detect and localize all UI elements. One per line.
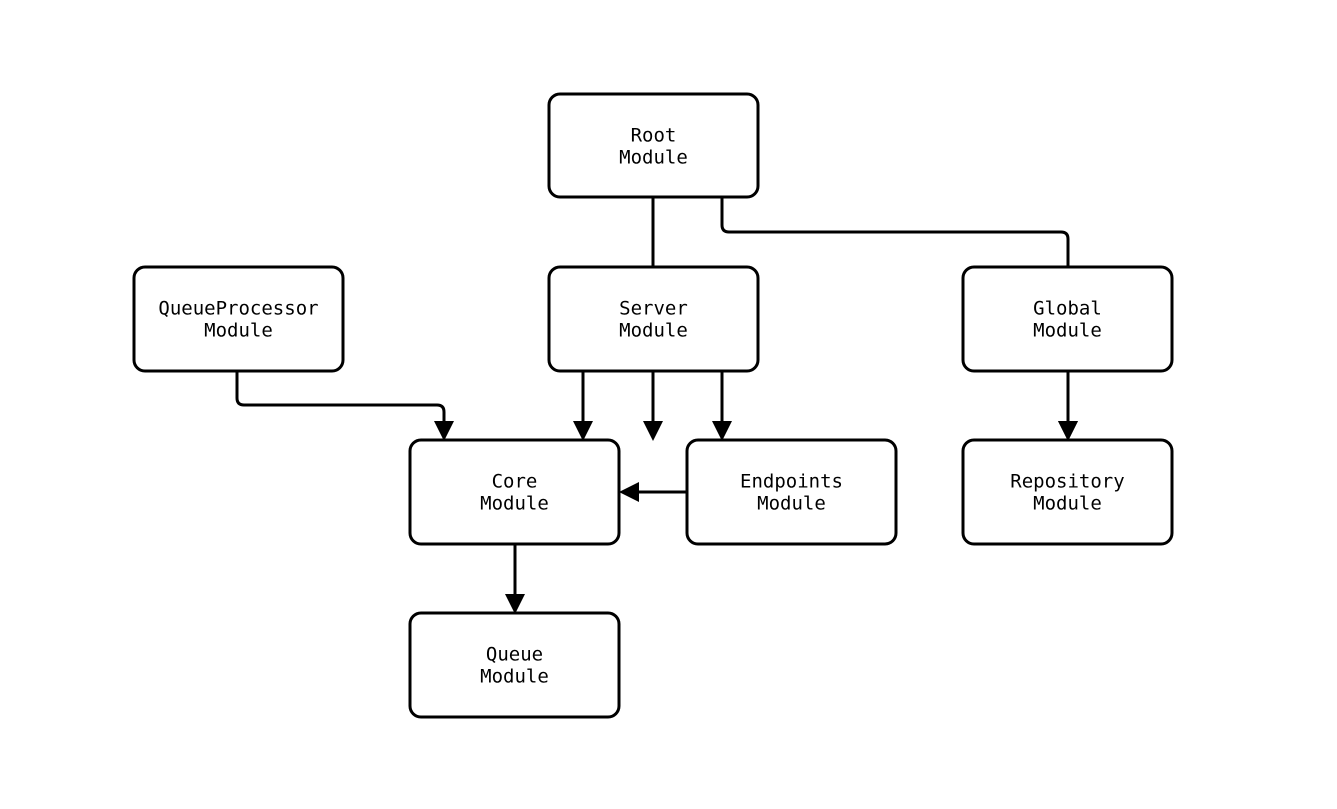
node-server[interactable]: Server Module [547, 265, 760, 373]
node-label-line2: Module [480, 493, 549, 515]
node-box[interactable] [547, 92, 760, 199]
node-label-line1: Core [492, 471, 538, 493]
node-label-line2: Module [480, 666, 549, 688]
node-box[interactable] [961, 438, 1174, 546]
edge-queueprocessor-to-core [235, 371, 454, 441]
edge-core-to-queue [505, 544, 525, 614]
arrowhead-icon [712, 421, 732, 441]
node-box[interactable] [685, 438, 898, 546]
edge-layer [235, 197, 1078, 614]
node-label-line1: Server [619, 298, 688, 320]
edge-endpoints-to-core [619, 482, 687, 502]
node-box[interactable] [408, 611, 621, 719]
node-label-line1: Repository [1010, 471, 1124, 493]
node-label-line2: Module [757, 493, 826, 515]
node-box[interactable] [132, 265, 345, 373]
node-endpoints[interactable]: Endpoints Module [685, 438, 898, 546]
arrowhead-icon [573, 421, 593, 441]
node-queue[interactable]: Queue Module [408, 611, 621, 719]
node-label-line2: Module [204, 320, 273, 342]
node-label-line2: Module [1033, 320, 1102, 342]
node-layer: Root Module QueueProcessor Module Server… [132, 92, 1174, 719]
node-label-line2: Module [1033, 493, 1102, 515]
edge-line [720, 197, 1070, 424]
edge-line [235, 371, 446, 424]
node-label-line1: Queue [486, 644, 543, 666]
node-label-line2: Module [619, 147, 688, 169]
arrowhead-icon [1058, 421, 1078, 441]
edge-global-to-repository [1058, 371, 1078, 441]
edge-server-to-endpoints [712, 371, 732, 441]
arrowhead-icon [643, 421, 663, 441]
node-root[interactable]: Root Module [547, 92, 760, 199]
node-queueprocessor[interactable]: QueueProcessor Module [132, 265, 345, 373]
node-label-line1: Root [631, 125, 677, 147]
arrowhead-icon [434, 421, 454, 441]
edge-server-to-core [573, 371, 593, 441]
node-label-line1: QueueProcessor [158, 298, 318, 320]
node-box[interactable] [547, 265, 760, 373]
arrowhead-icon [505, 594, 525, 614]
node-core[interactable]: Core Module [408, 438, 621, 546]
node-box[interactable] [408, 438, 621, 546]
node-global[interactable]: Global Module [961, 265, 1174, 373]
node-label-line1: Endpoints [740, 471, 843, 493]
node-label-line2: Module [619, 320, 688, 342]
arrowhead-icon [619, 482, 639, 502]
node-repository[interactable]: Repository Module [961, 438, 1174, 546]
node-box[interactable] [961, 265, 1174, 373]
node-label-line1: Global [1033, 298, 1102, 320]
